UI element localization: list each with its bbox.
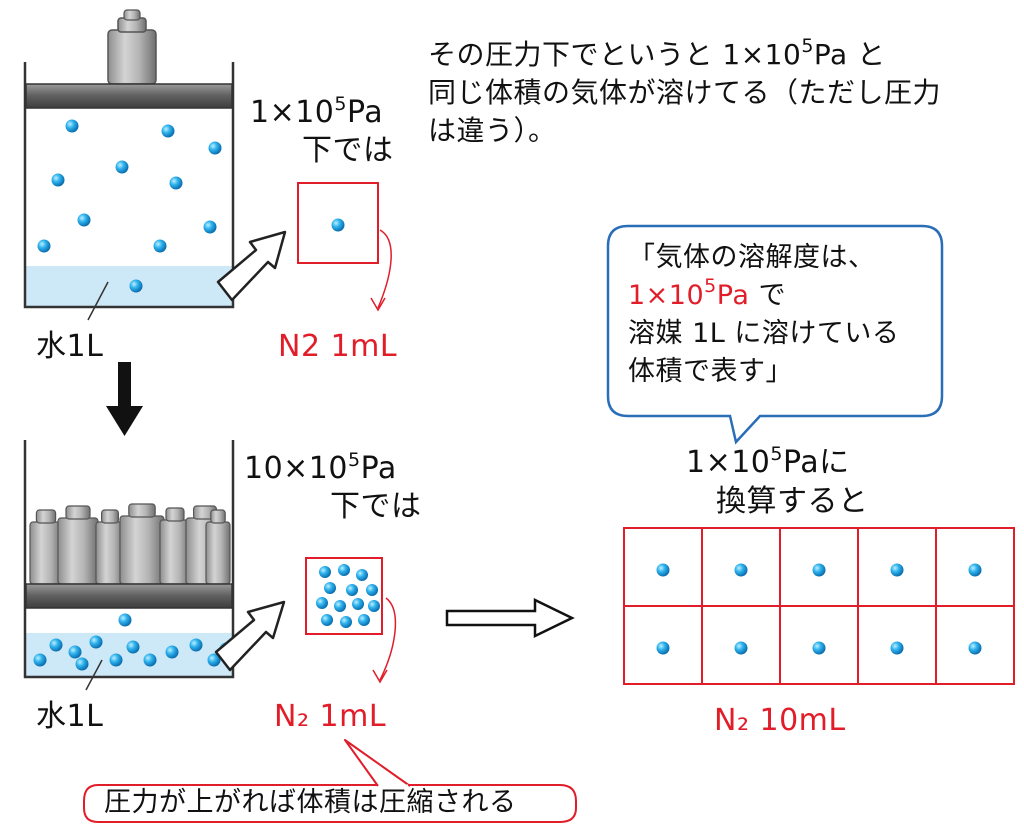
weight-block: [159, 507, 191, 585]
dissolved-molecule: [118, 613, 132, 627]
top-water: [25, 266, 233, 307]
grid-molecule: [968, 641, 982, 655]
top-piston: [25, 83, 233, 109]
top-pressure-label: 1×105Pa: [250, 93, 384, 130]
top-weight: [107, 9, 157, 85]
top-water-pointer: [87, 281, 109, 321]
gas-molecule: [208, 141, 222, 155]
compressed-molecule: [321, 614, 333, 626]
compressed-molecule: [352, 598, 364, 610]
compressed-molecule: [319, 566, 331, 578]
result-gas-label: N₂ 10mL: [714, 703, 846, 738]
grid-molecule: [734, 641, 748, 655]
grid-molecule: [968, 563, 982, 577]
gas-molecule: [161, 124, 175, 138]
note-line-3: は違う）。: [428, 114, 557, 147]
bubble-line-1: 「気体の溶解度は、: [628, 242, 876, 273]
top-container: [23, 9, 235, 321]
bottom-piston: [25, 583, 233, 609]
convert-arrow: [445, 598, 575, 638]
top-container-walls: [23, 62, 235, 309]
compressed-molecule: [356, 569, 368, 581]
top-gas-label: N2 1mL: [278, 329, 398, 364]
bottom-container: [23, 440, 235, 691]
compressed-molecule: [346, 584, 358, 596]
bottom-box-pointer-head: [372, 669, 388, 684]
compressed-molecule: [366, 584, 378, 596]
result-grid: [623, 527, 1015, 685]
dissolved-molecule: [109, 653, 123, 667]
speech-bubble: [606, 224, 944, 445]
dissolved-molecule: [126, 640, 140, 654]
dissolved-molecule: [75, 657, 89, 671]
grid-molecule: [890, 641, 904, 655]
dissolved-molecule: [33, 653, 47, 667]
dissolved-molecule: [49, 638, 63, 652]
dissolved-molecule: [189, 638, 203, 652]
bottom-pressure-label: 10×105Pa: [244, 449, 397, 486]
bubble-line-4: 体積で表す」: [628, 356, 793, 387]
grid-molecule: [890, 563, 904, 577]
top-pressure-label-2: 下では: [302, 133, 394, 168]
gas-molecule: [169, 176, 183, 190]
dissolved-molecule: [143, 653, 157, 667]
gas-molecule: [37, 239, 51, 253]
top-water-label: 水1L: [36, 329, 104, 364]
weight-block: [29, 509, 63, 585]
grid-molecule: [812, 563, 826, 577]
gas-molecule: [51, 173, 65, 187]
note-line-1: その圧力下でというと 1×105Pa と: [428, 35, 886, 71]
bottom-zoom-arrow: [214, 600, 286, 672]
compressed-molecule: [368, 600, 380, 612]
gas-molecule: [203, 220, 217, 234]
convert-label: 1×105Paに: [686, 443, 850, 480]
dissolved-molecule: [89, 635, 103, 649]
gas-molecule: [77, 213, 91, 227]
top-box-pointer-head: [370, 297, 386, 312]
gas-molecule: [129, 279, 143, 293]
top-box-pointer: [377, 229, 392, 309]
bottom-gas-label: N₂ 1mL: [274, 699, 387, 734]
grid-molecule: [734, 563, 748, 577]
weight-block: [57, 505, 99, 585]
gas-molecule: [153, 239, 167, 253]
grid-cell: [779, 605, 859, 685]
grid-molecule: [656, 641, 670, 655]
compressed-molecule: [316, 597, 328, 609]
bubble-line-3: 溶媒 1L に溶けている: [628, 318, 900, 349]
compressed-molecule: [324, 582, 336, 594]
top-zoom-arrow: [216, 230, 287, 302]
compression-callout-tail: [344, 739, 411, 787]
grid-molecule: [812, 641, 826, 655]
bottom-container-walls: [23, 440, 235, 679]
compression-callout: [83, 784, 577, 823]
top-gas-molecules: [37, 119, 222, 293]
compressed-molecule: [338, 564, 350, 576]
compression-callout-text: 圧力が上がれば体積は圧縮される: [104, 787, 517, 818]
bubble-highlight: 1×105Pa: [628, 275, 750, 311]
bottom-water-label: 水1L: [36, 699, 104, 734]
grid-molecule: [656, 563, 670, 577]
gas-molecule: [115, 160, 129, 174]
compressed-molecule: [340, 616, 352, 628]
compressed-molecule: [358, 614, 370, 626]
dissolved-molecule: [165, 645, 179, 659]
gas-molecule: [65, 119, 79, 133]
bottom-water-pointer: [85, 659, 103, 691]
convert-label-2: 換算すると: [716, 484, 869, 519]
dissolved-molecule: [207, 653, 221, 667]
weight-block: [119, 503, 165, 585]
bottom-pressure-label-2: 下では: [330, 489, 422, 524]
top-box-molecule: [331, 218, 345, 232]
bottom-box-molecules: [316, 564, 380, 628]
bubble-line-2: 1×105Pa で: [628, 275, 786, 311]
down-arrow: [106, 362, 143, 436]
bottom-box-pointer: [379, 597, 397, 681]
compressed-molecule: [334, 600, 346, 612]
bottom-weights: [29, 503, 231, 585]
dissolved-molecule: [68, 645, 82, 659]
note-line-2: 同じ体積の気体が溶けてる（ただし圧力: [428, 76, 942, 109]
